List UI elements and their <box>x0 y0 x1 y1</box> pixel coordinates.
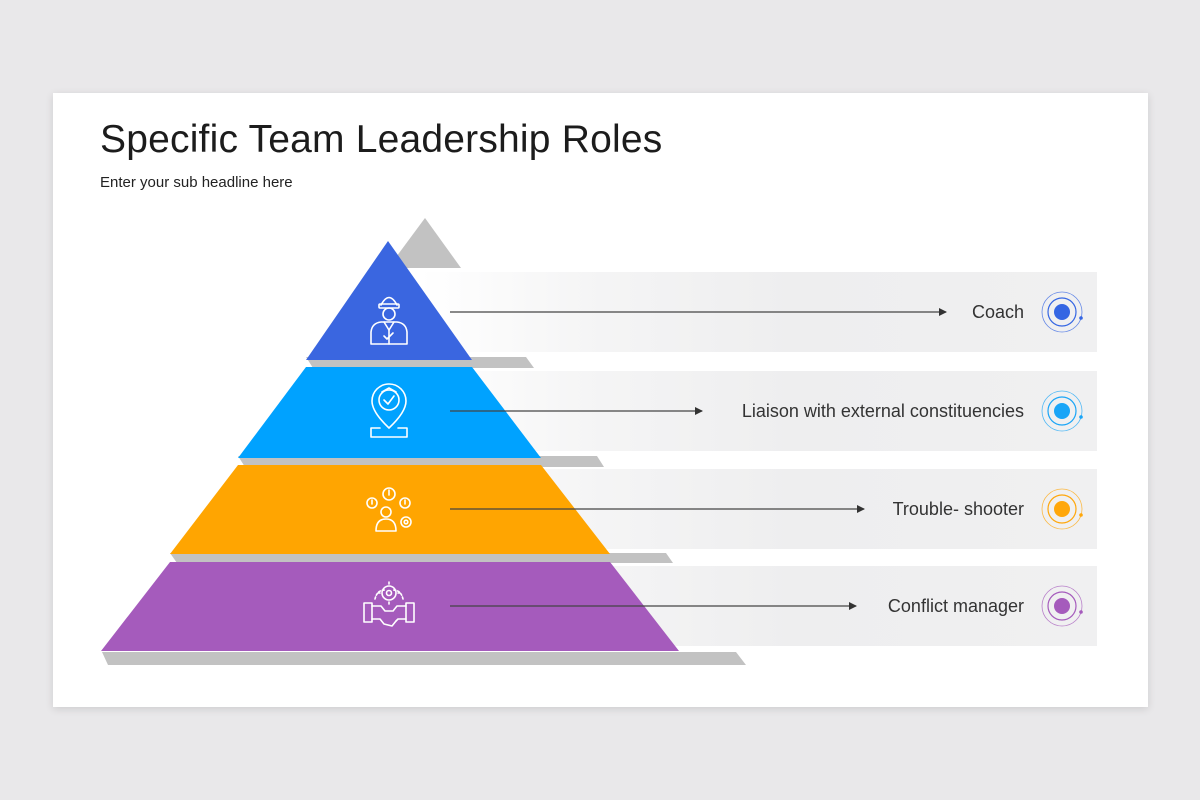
page-subtitle: Enter your sub headline here <box>100 174 293 191</box>
target-indicator-conflict-manager <box>1041 585 1083 627</box>
pyramid-tier-coach <box>306 241 472 360</box>
shadow-tier-1 <box>388 218 461 268</box>
shadow-tier-4 <box>170 553 673 563</box>
role-label-conflict-manager: Conflict manager <box>887 596 1024 616</box>
target-indicator-liaison <box>1041 390 1083 432</box>
target-indicator-coach <box>1041 291 1083 333</box>
pyramid-shadow <box>102 218 746 665</box>
connector-arrows <box>450 308 947 610</box>
shadow-tier-3 <box>238 456 604 467</box>
role-label-coach: Coach <box>971 302 1024 322</box>
pyramid-tier-liaison <box>238 367 541 458</box>
page-title: Specific Team Leadership Roles <box>100 118 663 161</box>
target-indicator-trouble-shooter <box>1041 488 1083 530</box>
location-check-icon <box>370 383 408 438</box>
handshake-gear-icon <box>363 581 415 627</box>
role-label-liaison: Liaison with external constituencies <box>741 401 1024 421</box>
shadow-tier-5 <box>102 652 746 665</box>
coach-icon <box>370 296 408 345</box>
role-label-trouble-shooter: Trouble- shooter <box>892 499 1024 519</box>
pyramid-tier-conflict-manager <box>101 562 679 651</box>
problem-solver-icon <box>366 487 412 532</box>
